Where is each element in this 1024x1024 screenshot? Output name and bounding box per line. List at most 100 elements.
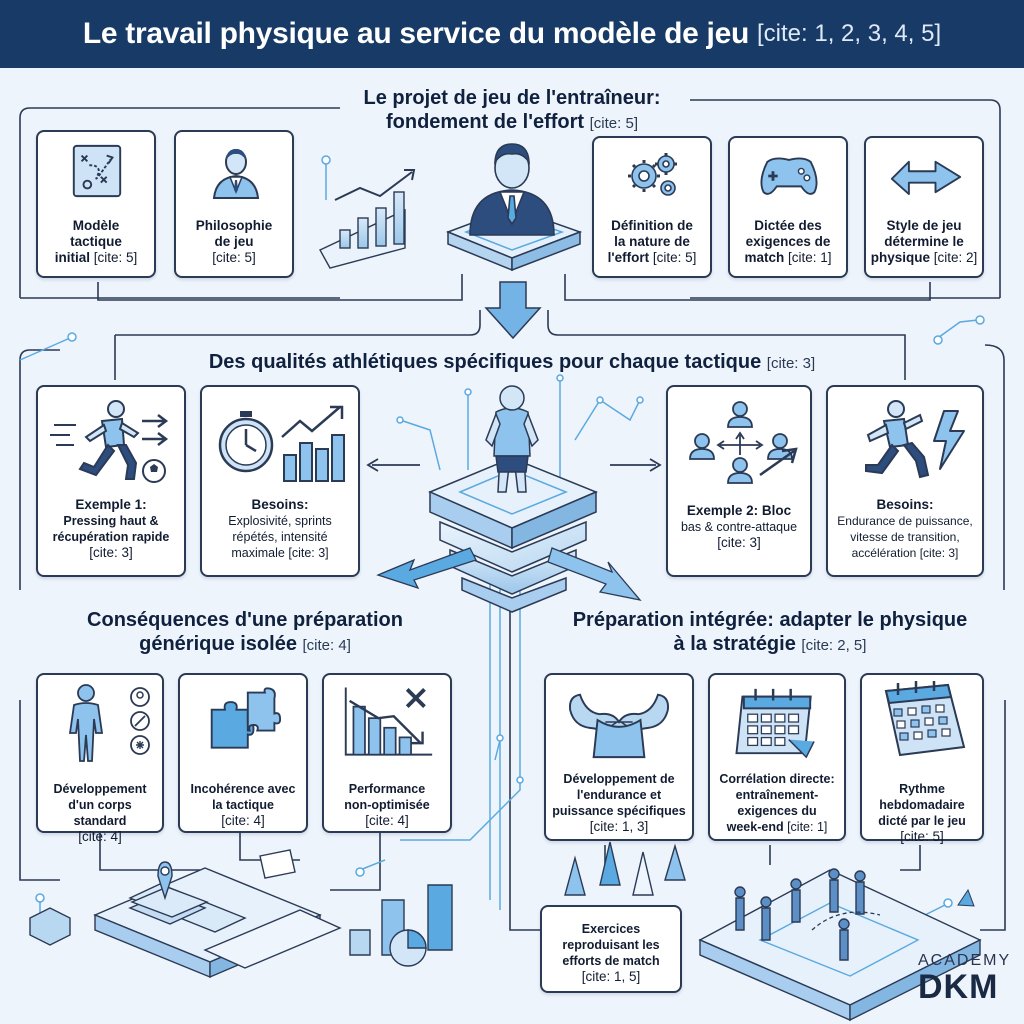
card-exercices-line1: Exercices [581,922,641,936]
card-definition-line1: Définition de [611,218,693,233]
card-dictee-line1: Dictée des [754,218,822,233]
card-besoins2-cite: [cite: 3] [919,546,959,560]
card-ex2-line2: bas & contre-attaque [680,520,798,534]
card-ex1-line2: Pressing haut & [63,514,159,528]
section-title-qualites: Des qualités athlétiques spécifiques pou… [150,350,874,376]
card-modele-cite: [cite: 5] [93,250,138,265]
card-corps-standard: Développement d'un corps standard [cite:… [36,673,164,844]
calendar-icon [735,688,815,759]
card-definition-line2: la nature de [614,234,690,249]
page-title: Le travail physique au service du modèle… [82,17,750,50]
section-title-consequences: Conséquences d'une préparation générique… [60,608,430,658]
tactics-board-icon [72,144,122,198]
page-title-cite: [cite: 1, 2, 3, 4, 5] [757,20,942,47]
card-correlation-line4: week-end [726,820,784,834]
coach-bust-icon [212,149,260,199]
section-title-projet-line2: fondement de l'effort [385,111,585,133]
card-definition-line3: l'effort [607,250,650,265]
card-definition-cite: [cite: 5] [652,250,697,265]
title-bar: Le travail physique au service du modèle… [0,0,1024,68]
card-incoherence: Incohérence avec la tactique [cite: 4] [178,673,308,833]
card-incoherence-line2: la tactique [212,798,274,812]
card-rythme: Rythme hebdomadaire dicté par le jeu [ci… [860,673,984,844]
card-endurance-cite: [cite: 1, 3] [589,819,649,834]
card-dictee-cite: [cite: 1] [788,250,832,265]
card-ex1-line3: récupération rapide [52,530,170,544]
card-style-jeu: Style de jeu détermine le physique [cite… [864,136,984,278]
stopwatch-chart-icon [218,405,345,482]
card-style-line1: Style de jeu [886,218,962,233]
card-besoins2-line2: Endurance de puissance, [837,514,973,528]
card-ex1-cite: [cite: 3] [89,545,133,560]
card-philosophie: Philosophie de jeu [cite: 5] [174,130,294,278]
card-philo-line2: de jeu [214,234,254,249]
section-title-qualites-cite: [cite: 3] [766,355,816,372]
weekly-calendar-icon [884,681,966,757]
card-besoins-1: Besoins: Explosivité, sprints répétés, i… [200,385,360,577]
card-ex1-line1: Exemple 1: [75,497,147,512]
runner-lightning-icon [865,400,965,479]
card-rythme-line2: hebdomadaire [879,798,965,812]
card-besoins1-line3: répétés, intensité [232,530,328,544]
card-correlation-line2: entraînement- [735,788,819,802]
card-perf-line1: Performance [348,782,426,796]
body-silhouette-icon [68,684,150,762]
card-endurance-puissance: Développement de l'endurance et puissanc… [544,673,694,841]
card-exemple-2: Exemple 2: Bloc bas & contre-attaque [ci… [666,385,812,577]
card-modele-line3: initial [54,250,90,265]
card-style-line2: détermine le [884,234,964,249]
card-besoins2-line3: vitesse de transition, [850,530,960,544]
card-dictee-exigences: Dictée des exigences de match [cite: 1] [728,136,848,278]
section-title-consequences-cite: [cite: 4] [302,637,351,654]
card-besoins2-line4: accélération [851,546,917,560]
section-title-integree-cite: [cite: 2, 5] [801,637,867,654]
card-dictee-line3: match [744,250,785,265]
card-correlation-line3: exigences du [737,804,817,818]
card-endurance-line2: l'endurance et [576,788,662,802]
section-title-projet-cite: [cite: 5] [589,115,638,132]
card-philo-line1: Philosophie [195,218,273,233]
puzzle-pieces-icon [210,687,282,749]
card-corps-line2: d'un corps standard [68,798,132,828]
card-ex2-line1: Exemple 2: Bloc [686,503,792,518]
card-ex2-cite: [cite: 3] [717,535,761,550]
card-philo-cite: [cite: 5] [212,250,256,265]
section-title-integree-line1: Préparation intégrée: adapter le physiqu… [572,609,968,631]
card-besoins2-line1: Besoins: [876,497,934,512]
card-style-line3: physique [870,250,930,265]
section-title-consequences-line2: générique isolée [139,633,297,655]
card-besoins1-line1: Besoins: [251,497,309,512]
card-rythme-cite: [cite: 5] [900,829,944,844]
section-title-projet: Le projet de jeu de l'entraîneur: fondem… [300,86,724,136]
flexed-arms-icon [569,693,669,759]
card-incoherence-line1: Incohérence avec [190,782,296,796]
card-perf-cite: [cite: 4] [365,813,409,828]
card-modele-line2: tactique [70,234,122,249]
card-definition-effort: Définition de la nature de l'effort [cit… [592,136,712,278]
card-performance: Performance non-optimisée [cite: 4] [322,673,452,833]
gamepad-icon [760,157,818,195]
card-besoins1-line4: maximale [231,546,285,560]
card-incoherence-cite: [cite: 4] [221,813,265,828]
card-besoins1-line2: Explosivité, sprints [228,514,332,528]
card-exercices-cite: [cite: 1, 5] [581,969,641,984]
gears-icon [628,153,677,196]
card-modele-tactique: Modèle tactique initial [cite: 5] [36,130,156,278]
card-corps-cite: [cite: 4] [78,829,122,844]
section-title-consequences-line1: Conséquences d'une préparation [87,609,403,631]
team-formation-icon [689,401,798,484]
double-arrow-icon [890,160,962,195]
card-exercices: Exercices reproduisant les efforts de ma… [540,905,682,993]
card-correlation: Corrélation directe: entraînement- exige… [708,673,846,841]
card-correlation-cite: [cite: 1] [787,820,828,834]
section-title-integree: Préparation intégrée: adapter le physiqu… [550,608,990,658]
academy-logo: ACADEMY DKM [918,952,1011,1004]
section-title-projet-line1: Le projet de jeu de l'entraîneur: [363,87,661,109]
section-title-qualites-text: Des qualités athlétiques spécifiques pou… [208,351,762,373]
card-corps-line1: Développement [53,782,147,796]
card-rythme-line1: Rythme [899,782,945,796]
card-exercices-line3: efforts de match [562,954,660,968]
logo-brand: DKM [918,968,999,1006]
card-style-cite: [cite: 2] [933,250,978,265]
